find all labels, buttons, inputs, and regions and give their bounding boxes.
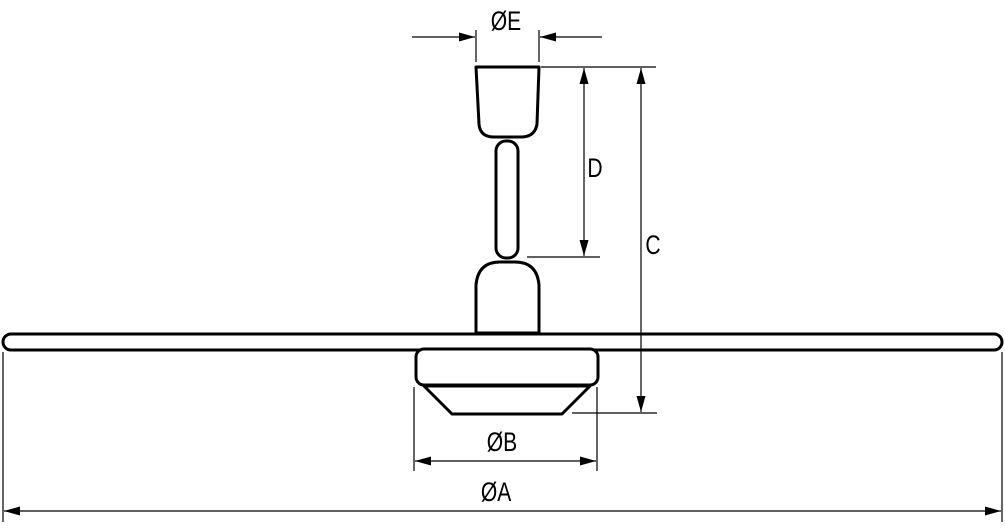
dim-label-d: D	[587, 154, 602, 184]
dimension-d	[527, 66, 600, 258]
fan-drawing	[1, 65, 1004, 416]
dimension-e	[412, 30, 602, 62]
dimension-a	[2, 352, 1003, 522]
dimension-c	[572, 66, 657, 414]
dim-label-a: ØA	[481, 478, 512, 508]
bottom-cap	[422, 384, 592, 416]
dimension-b	[413, 387, 598, 471]
dim-label-e: ØE	[491, 7, 521, 37]
lower-body	[414, 347, 600, 387]
motor-housing	[474, 260, 541, 335]
dim-label-b: ØB	[487, 428, 517, 458]
dim-label-c: C	[645, 231, 660, 261]
ceiling-canopy	[474, 65, 541, 139]
downrod	[494, 139, 520, 260]
